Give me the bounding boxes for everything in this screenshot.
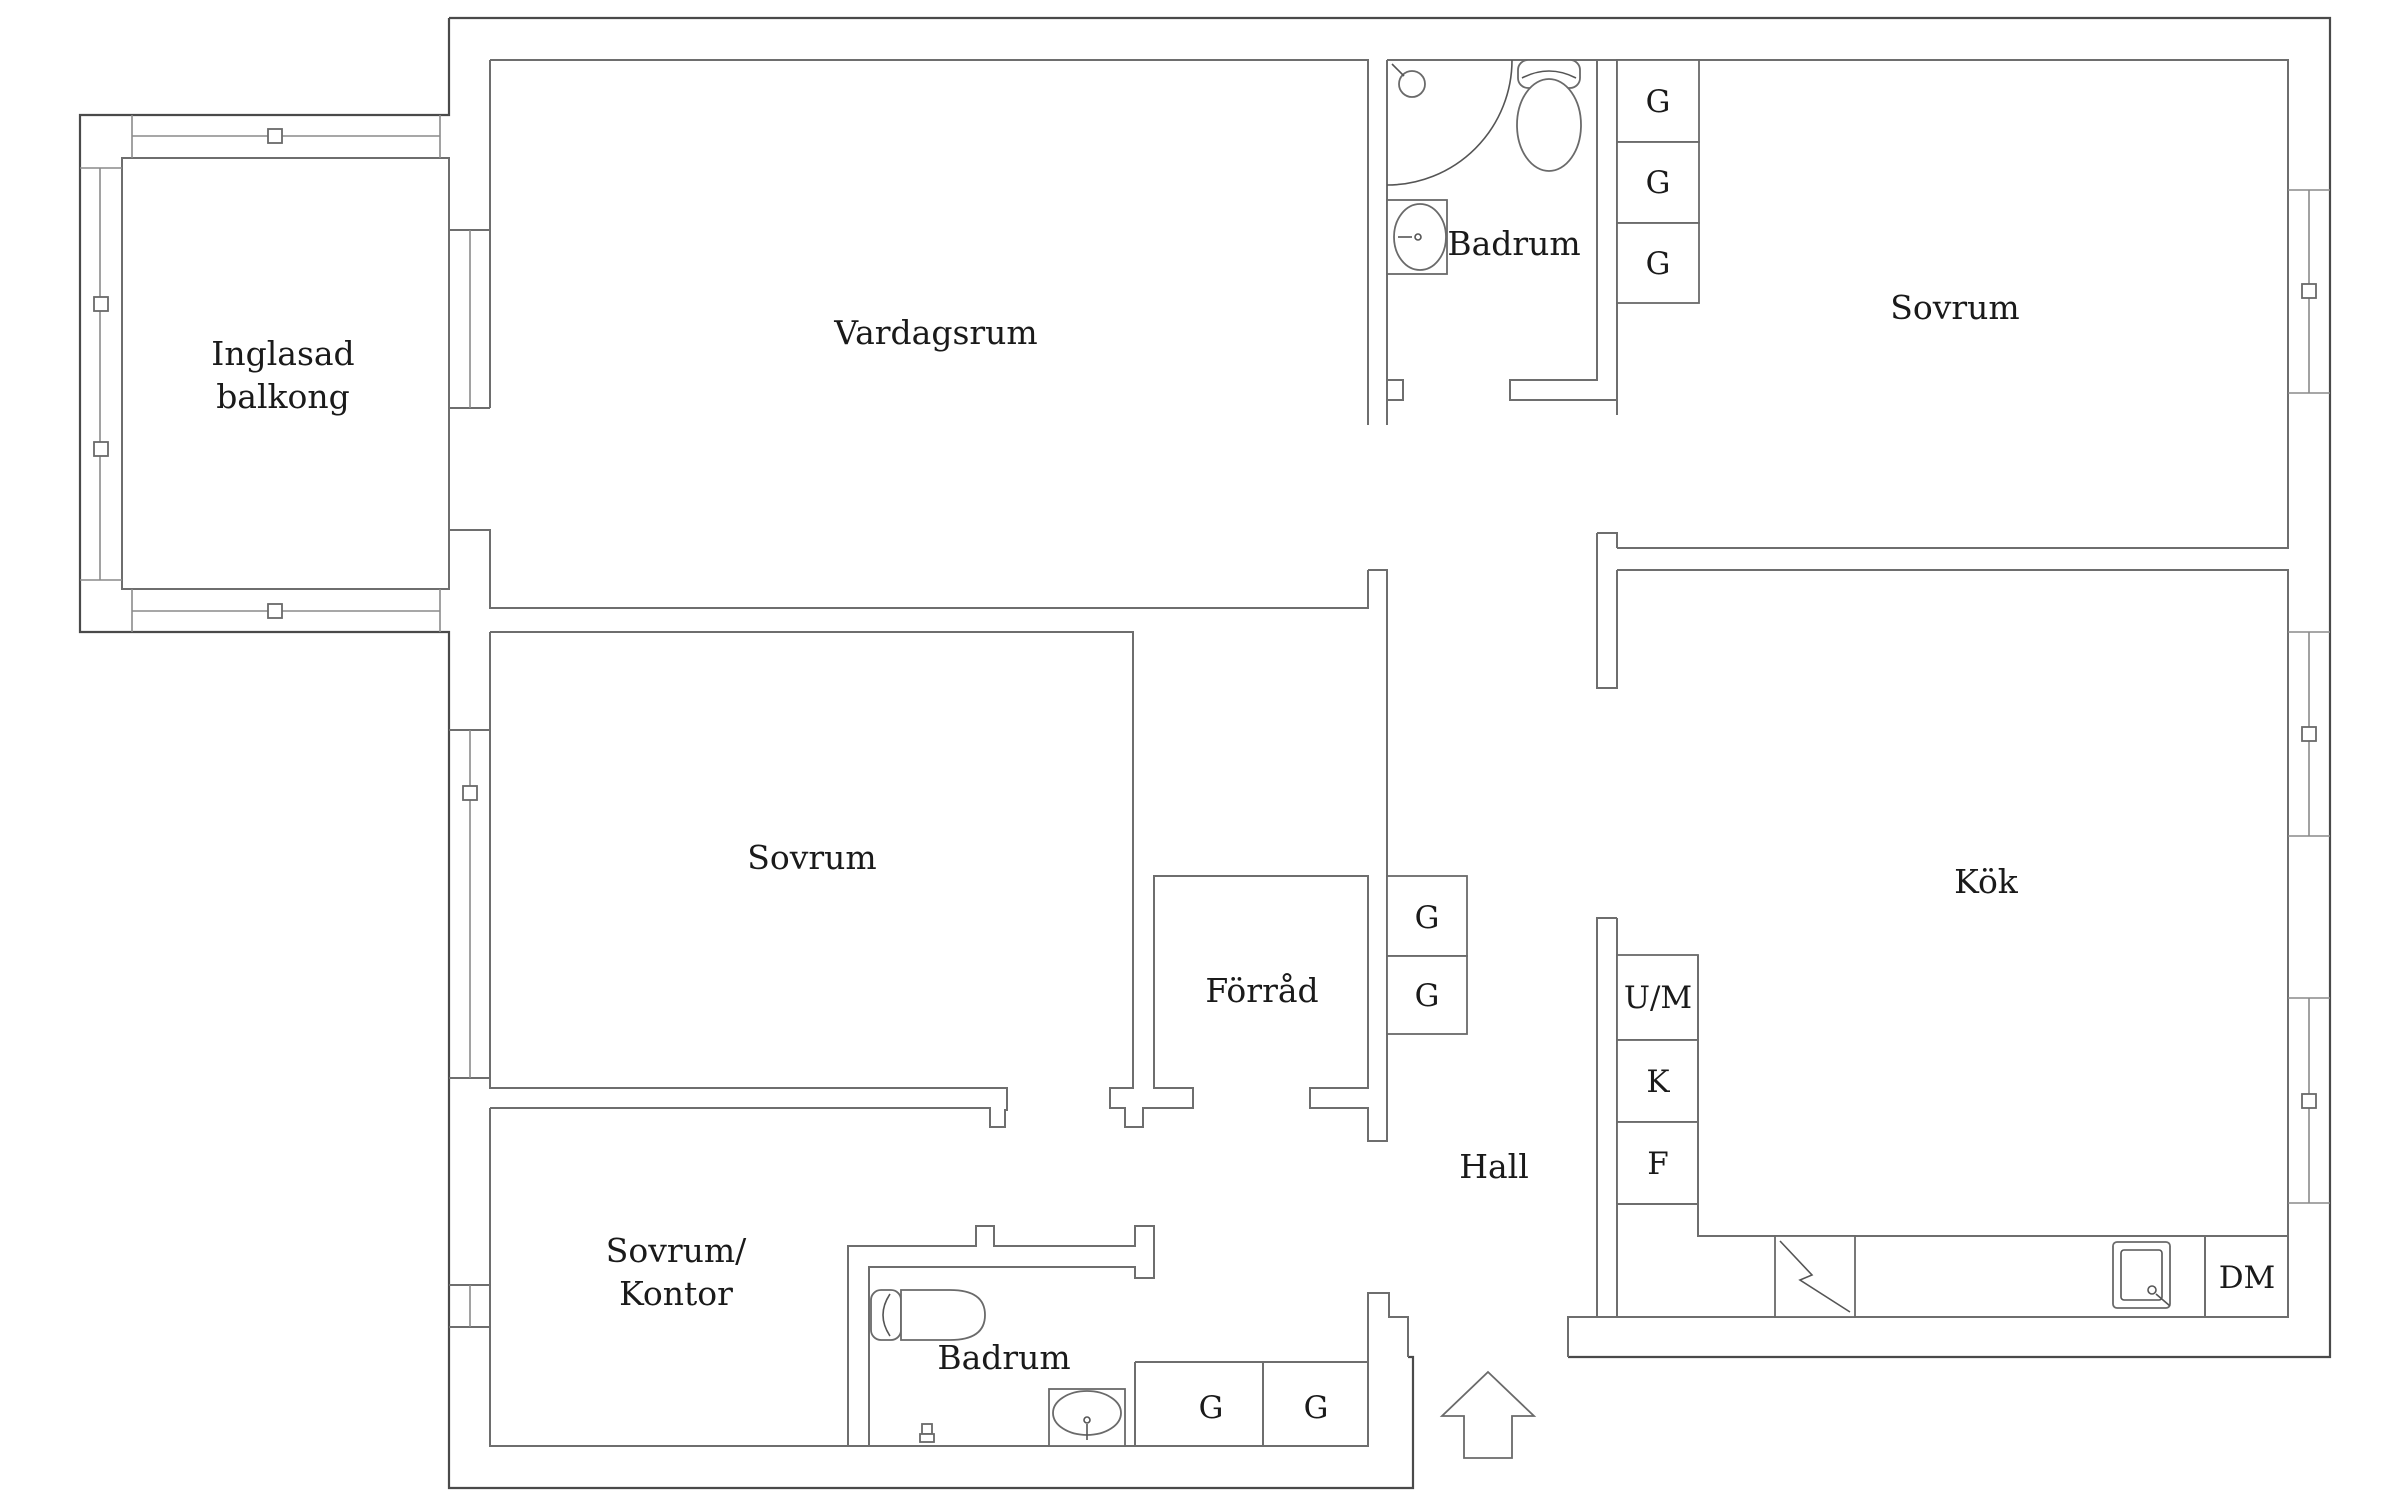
bedroom-office: Sovrum/ Kontor [449,1108,747,1446]
wardrobe-label-2: G [1646,165,1671,201]
kitchen: U/M K F DM Kök [1596,533,2330,1318]
room-label-storage: Förråd [1205,971,1318,1010]
room-label-office-line2: Kontor [619,1274,733,1313]
hall: G G Hall [1386,875,1537,1459]
wardrobe-label-6: G [1199,1390,1224,1426]
bedroom-top: G G G Sovrum [1596,59,2330,570]
room-label-balcony-line2: balkong [216,377,350,416]
room-label-hall: Hall [1459,1147,1529,1186]
wardrobe-label-7: G [1304,1390,1329,1426]
wardrobe-label-3: G [1646,246,1671,282]
fridge-label: K [1646,1064,1670,1100]
fridge-freezer-label: U/M [1624,980,1692,1016]
room-label-kitchen: Kök [1954,862,2019,901]
storage: Förråd [1205,971,1318,1010]
room-label-balcony-line1: Inglasad [211,334,354,373]
living-room: Vardagsrum [449,60,1369,609]
room-label-bath-top: Badrum [1447,224,1580,263]
dishwasher-label: DM [2219,1260,2276,1296]
wardrobe-label-1: G [1646,84,1671,120]
wardrobe-label-4: G [1415,900,1440,936]
room-label-bedroom-top: Sovrum [1890,288,2019,327]
room-label-bath-bottom: Badrum [937,1338,1070,1377]
wardrobe-label-5: G [1415,978,1440,1014]
room-label-living: Vardagsrum [833,313,1037,352]
room-label-office-line1: Sovrum/ [606,1231,747,1270]
freezer-label: F [1647,1146,1669,1182]
bathroom-top: Badrum [1386,59,1617,425]
room-label-bedroom-mid: Sovrum [747,838,876,877]
glazed-balcony: Inglasad balkong [80,115,450,632]
bathroom-bottom: G G Badrum [847,1225,1368,1447]
bedroom-middle: Sovrum [449,569,1388,1142]
outer-walls [78,16,2332,1490]
entrance-arrow-icon [1439,1370,1537,1459]
